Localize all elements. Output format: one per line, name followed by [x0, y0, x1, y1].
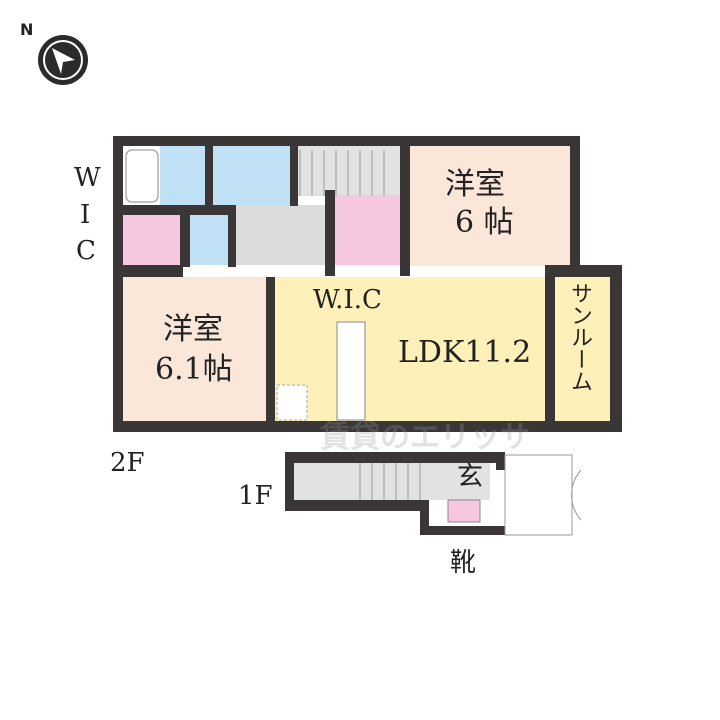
compass-north-label: N: [20, 20, 34, 39]
stairs-1f: [293, 463, 490, 500]
room-north-floor: [410, 146, 572, 266]
floor-2f-label: 2F: [110, 448, 145, 478]
bathtub: [125, 149, 159, 203]
watermark: 賃貸のエリッサ: [320, 420, 530, 455]
sunroom-label: サンルーム: [567, 282, 592, 392]
room-west-size: 6.1帖: [155, 352, 233, 387]
walls-1f: [285, 452, 505, 535]
sunroom-floor: [555, 277, 612, 421]
room-north-size: 6 帖: [455, 205, 514, 240]
shoe-box: [447, 499, 481, 523]
wic-left-label-i: I: [80, 200, 91, 230]
toilet-floor: [190, 215, 228, 265]
wic-left-floor: [123, 215, 181, 265]
wic-left-label-w: W: [74, 163, 101, 193]
hallway: [230, 205, 340, 265]
kitchen-counter: [336, 321, 366, 421]
stairs-2f: [290, 146, 400, 196]
porch: [504, 454, 573, 536]
wic-left-label-c: C: [76, 236, 96, 266]
entrance-label: 玄: [457, 462, 484, 492]
room-north-name: 洋室: [445, 167, 505, 202]
washroom-floor: [160, 146, 290, 206]
wic-center-label: W.I.C: [313, 285, 382, 315]
ldk-floor: [275, 277, 545, 421]
walls-2f: [113, 136, 622, 432]
fridge-space: [276, 384, 308, 421]
floor-1f-label: 1F: [238, 481, 273, 511]
room-west-name: 洋室: [163, 312, 223, 347]
wic-center-floor: [335, 195, 400, 265]
shoe-box-label: 靴: [450, 548, 477, 578]
compass-icon: [38, 35, 88, 85]
room-west-floor: [123, 277, 266, 421]
ldk-label: LDK11.2: [398, 335, 532, 370]
